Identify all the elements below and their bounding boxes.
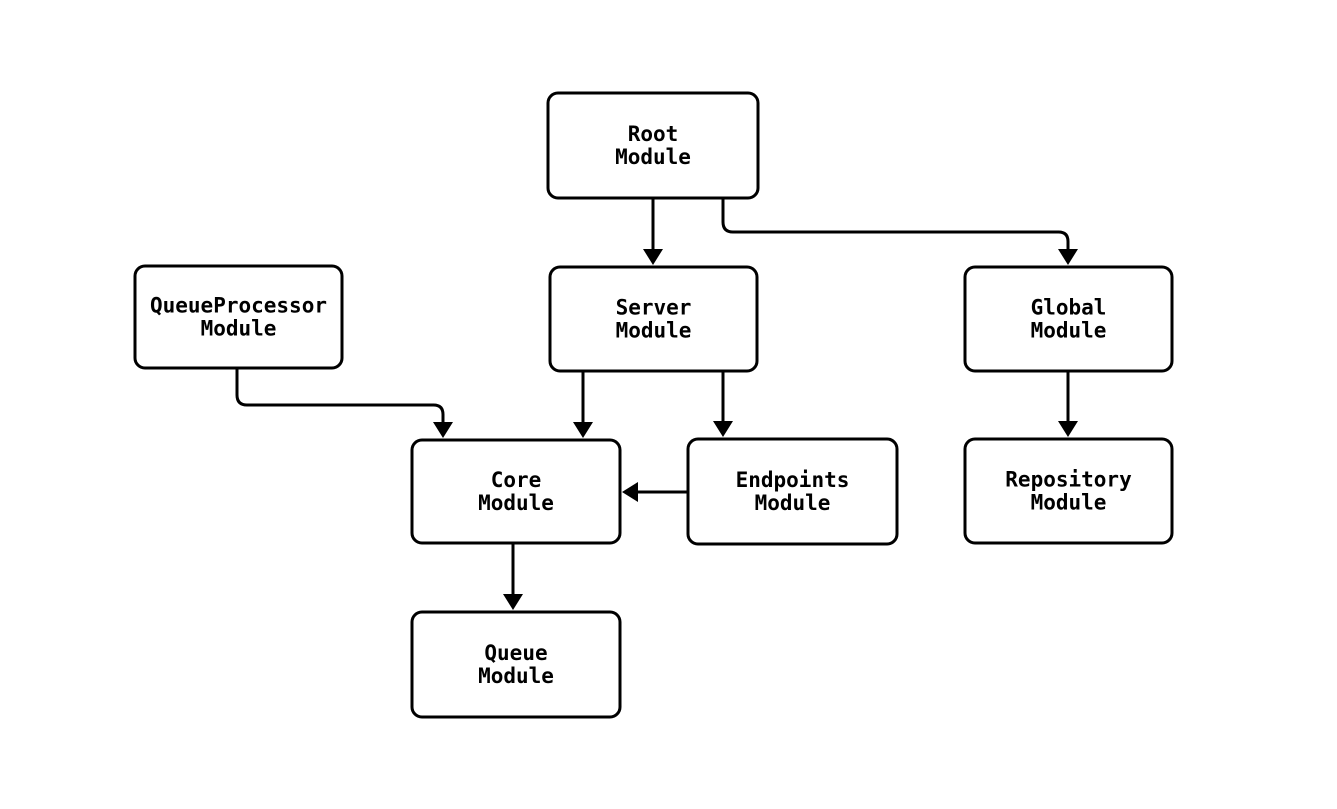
node-box	[410, 438, 622, 545]
arrowhead-icon	[713, 421, 733, 437]
edge-endpoints-to-core	[622, 482, 688, 502]
node-box	[686, 437, 899, 546]
edge-server-to-endpoints	[713, 371, 733, 437]
node-box	[410, 610, 622, 719]
edge-root-to-global	[721, 198, 1078, 265]
edge-queueprocessor-to-core	[235, 368, 453, 438]
arrowhead-icon	[1058, 421, 1078, 437]
arrowhead-icon	[573, 422, 593, 438]
arrowhead-icon	[433, 422, 453, 438]
edge-core-to-queue	[503, 543, 523, 610]
arrowhead-icon	[1058, 249, 1078, 265]
node-box	[548, 265, 759, 373]
node-box	[963, 265, 1174, 373]
edge-global-to-repository	[1058, 371, 1078, 437]
edge-line	[235, 368, 445, 424]
arrowhead-icon	[503, 594, 523, 610]
edge-root-to-server	[643, 198, 663, 265]
node-box	[133, 264, 344, 370]
arrowhead-icon	[622, 482, 638, 502]
edge-line	[721, 198, 1070, 251]
arrowhead-icon	[643, 249, 663, 265]
edge-server-to-core	[573, 371, 593, 438]
node-box	[546, 91, 760, 200]
node-box	[963, 437, 1174, 545]
edges-layer	[235, 198, 1078, 610]
